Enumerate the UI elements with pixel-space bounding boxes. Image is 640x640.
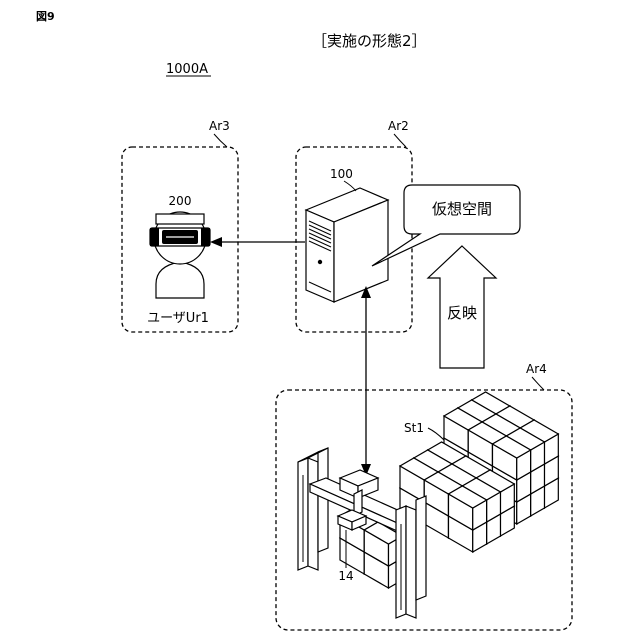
reflect-text: 反映 <box>447 304 477 322</box>
system-label: 1000A <box>166 62 208 77</box>
area-ar4-leader <box>532 377 544 390</box>
storage-leader <box>428 428 444 440</box>
robot-ref-label: 14 <box>338 569 353 583</box>
figure-number: 図9 <box>36 9 55 23</box>
area-ar3-leader <box>214 134 227 147</box>
user-with-headset-icon <box>150 212 210 298</box>
virtual-space-balloon <box>372 185 520 266</box>
user-ref-label: 200 <box>169 194 192 208</box>
area-ar4-label: Ar4 <box>526 362 547 376</box>
server-icon <box>306 188 388 302</box>
figure-title: ［実施の形態2］ <box>312 32 427 50</box>
area-ar2-label: Ar2 <box>388 119 409 133</box>
area-ar2-leader <box>394 134 406 147</box>
user-caption: ユーザUr1 <box>147 311 209 326</box>
virtual-space-text: 仮想空間 <box>432 200 492 218</box>
storage-ref-label: St1 <box>404 421 424 435</box>
server-leader <box>344 181 356 191</box>
server-to-user-arrowhead <box>210 237 222 247</box>
area-ar3-label: Ar3 <box>209 119 230 133</box>
server-ref-label: 100 <box>330 167 353 181</box>
